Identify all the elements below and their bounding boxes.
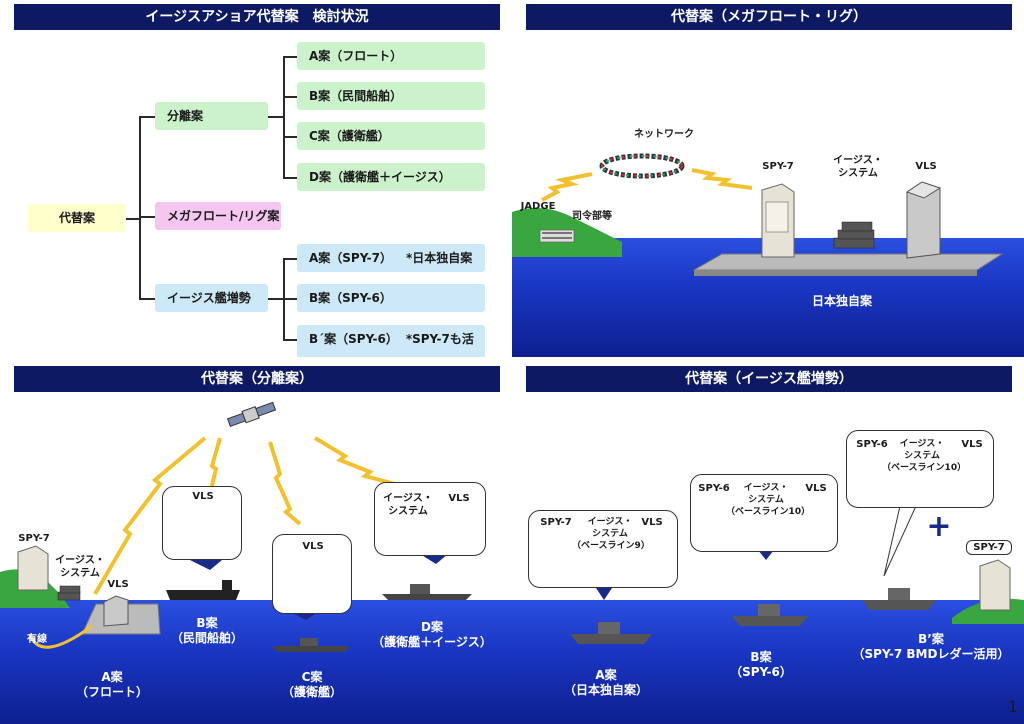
item-sep-a: A案（フロート） <box>297 42 485 70</box>
wired-label: 有線 <box>27 634 47 645</box>
megafloat-scene <box>512 153 1004 276</box>
bubble-c-vls: VLS <box>302 541 324 552</box>
bubble-b-spy6: SPY-6 <box>698 483 730 494</box>
vls-label: VLS <box>107 579 129 590</box>
network-label: ネットワーク <box>634 129 694 140</box>
aegis-label: イージス・ システム <box>833 155 883 179</box>
item-ship-a: A案（SPY-7） *日本独自案 <box>297 244 485 272</box>
item-sep-b: B案（民間船舶） <box>297 82 485 110</box>
bubble-b-vls: VLS <box>192 491 214 502</box>
root-node: 代替案 <box>28 204 126 232</box>
a-label: A案 （フロート） <box>75 670 148 699</box>
bubble-b-aegis: イージス・ システム （ベースライン10） <box>726 483 811 517</box>
sea <box>0 600 512 724</box>
c-label: C案 （護衛艦） <box>281 670 342 699</box>
spy7-land-label: SPY-7 <box>966 540 1012 555</box>
bubble-b2-vls: VLS <box>961 439 983 450</box>
panel-title-aegis: 代替案（イージス艦増勢） <box>526 366 1012 392</box>
megafloat-panel: ネットワーク JADGE 司令部等 SPY-7 イージス・ システム VLS 日… <box>512 32 1024 357</box>
panel-title-separation: 代替案（分離案） <box>14 366 500 392</box>
b-label: B案 （民間船舶） <box>170 616 243 645</box>
bubble-b2 <box>846 430 994 508</box>
jadge-label: JADGE <box>520 201 556 212</box>
bubble-b2-aegis: イージス・ システム （ベースライン10） <box>882 439 967 473</box>
bubble-b <box>690 474 838 552</box>
bubble-c <box>272 534 352 614</box>
a-label: A案 （日本独自案） <box>563 668 648 697</box>
aegis-ship-panel: SPY-7 イージス・ システム （ベースライン9） VLS SPY-6 イージ… <box>512 394 1024 724</box>
hq-label: 司令部等 <box>572 211 612 222</box>
aegis-scene <box>570 505 1024 644</box>
page-number: 1 <box>1007 697 1018 716</box>
b-label: B案 （SPY-6） <box>730 650 792 679</box>
item-ship-b2-label: B´案（SPY-6） <box>309 332 398 346</box>
b2-label: B’案 （SPY-7 BMDレダー活用） <box>852 632 1010 661</box>
bubble-a-vls: VLS <box>641 517 663 528</box>
item-ship-b2-note: *SPY-7も活用 <box>405 332 474 346</box>
bubble-d-aegis: イージス・ システム <box>383 493 433 517</box>
plus-icon: + <box>926 509 952 544</box>
panel-title-tree: イージスアショア代替案 検討状況 <box>14 4 500 30</box>
separation-scene <box>0 401 472 652</box>
item-sep-c: C案（護衛艦） <box>297 122 485 150</box>
item-ship-a-label: A案（SPY-7） <box>309 251 392 265</box>
item-ship-b: B案（SPY-6） <box>297 284 485 312</box>
tree-panel: 代替案 分離案 メガフロート/リグ案 イージス艦増勢 A案（フロート） B案（民… <box>14 32 500 357</box>
bubble-b-vls: VLS <box>805 483 827 494</box>
group-separation: 分離案 <box>155 102 268 130</box>
bubble-a-aegis: イージス・ システム （ベースライン9） <box>572 517 650 551</box>
vls-label: VLS <box>915 161 937 172</box>
aegis-label: イージス・ システム <box>55 555 105 579</box>
panel-title-megafloat: 代替案（メガフロート・リグ） <box>526 4 1012 30</box>
item-sep-d: D案（護衛艦＋イージス） <box>297 163 485 191</box>
bubble-d <box>374 482 486 556</box>
bubble-b2-spy6: SPY-6 <box>856 439 888 450</box>
d-label: D案 （護衛艦＋イージス） <box>372 620 492 649</box>
megafloat-caption: 日本独自案 <box>811 294 872 308</box>
group-megafloat: メガフロート/リグ案 <box>155 202 281 230</box>
spy7-label: SPY-7 <box>18 533 50 544</box>
group-aegis-ship: イージス艦増勢 <box>155 284 268 312</box>
item-ship-b2: B´案（SPY-6） *SPY-7も活用 <box>297 325 485 357</box>
item-ship-a-note: *日本独自案 <box>405 251 473 265</box>
bubble-b <box>162 486 242 560</box>
separation-panel: VLS VLS イージス・ システム VLS SPY-7 イージス・ システム … <box>0 394 512 724</box>
bubble-a-spy7: SPY-7 <box>540 517 572 528</box>
bubble-a <box>528 510 678 588</box>
spy7-label: SPY-7 <box>762 161 794 172</box>
bubble-d-vls: VLS <box>448 493 470 504</box>
